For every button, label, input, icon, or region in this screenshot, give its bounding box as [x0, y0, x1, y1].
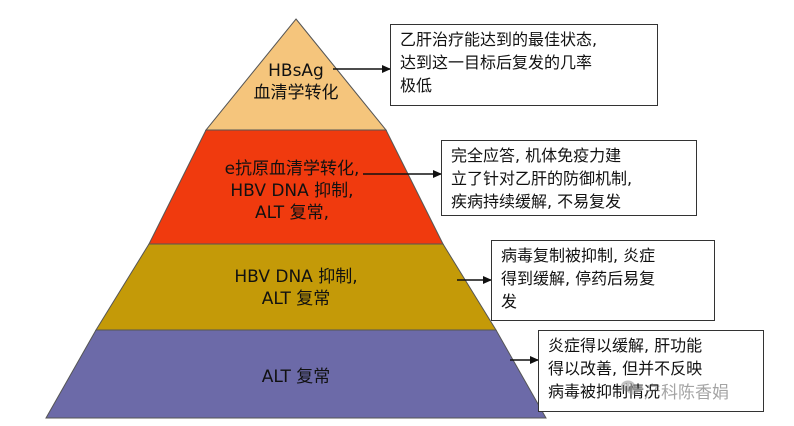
note-3-line-2: 得到缓解, 停药后易复 — [501, 269, 656, 288]
tier-3-line-2: ALT 复常 — [261, 289, 331, 309]
note-4-line-3: 病毒被抑制情况 — [548, 382, 661, 401]
tier-4-label: ALT 复常 — [262, 366, 331, 388]
note-1-line-3: 极低 — [400, 76, 433, 95]
tier-1-label: HBsAg 血清学转化 — [254, 60, 339, 104]
tier-3-line-1: HBV DNA 抑制, — [234, 267, 358, 287]
tier-2-line-3: ALT 复常, — [255, 203, 329, 223]
note-1-line-1: 乙肝治疗能达到的最佳状态, — [400, 30, 598, 49]
note-box-2: 完全应答, 机体免疫力建 立了针对乙肝的防御机制, 疾病持续缓解, 不易复发 — [441, 140, 697, 216]
tier-3-label: HBV DNA 抑制, ALT 复常 — [234, 266, 357, 310]
watermark-text: 产科陈香娟 — [644, 383, 729, 403]
note-3-line-3: 发 — [501, 292, 518, 311]
tier-2-line-2: HBV DNA 抑制, — [230, 181, 354, 201]
note-box-1: 乙肝治疗能达到的最佳状态, 达到这一目标后复发的几率 极低 — [390, 24, 658, 106]
wechat-icon — [621, 380, 639, 395]
note-2-line-3: 疾病持续缓解, 不易复发 — [451, 192, 622, 211]
note-2-line-2: 立了针对乙肝的防御机制, — [451, 169, 633, 188]
tier-4-line-1: ALT 复常 — [261, 367, 331, 387]
tier-2-line-1: e抗原血清学转化, — [224, 159, 360, 179]
pyramid-tier-4 — [45, 329, 547, 419]
note-2-line-1: 完全应答, 机体免疫力建 — [451, 146, 622, 165]
note-3-line-1: 病毒复制被抑制, 炎症 — [501, 246, 656, 265]
note-4-line-1: 炎症得以缓解, 肝功能 — [548, 336, 703, 355]
note-box-4: 炎症得以缓解, 肝功能 得以改善, 但并不反映 病毒被抑制情况 — [538, 330, 764, 412]
note-1-line-2: 达到这一目标后复发的几率 — [400, 53, 593, 72]
tier-1-line-1: HBsAg — [268, 61, 324, 81]
tier-2-label: e抗原血清学转化, HBV DNA 抑制, ALT 复常, — [225, 158, 360, 224]
note-4-line-2: 得以改善, 但并不反映 — [548, 359, 703, 378]
tier-1-line-2: 血清学转化 — [253, 83, 339, 103]
note-box-3: 病毒复制被抑制, 炎症 得到缓解, 停药后易复 发 — [491, 240, 715, 321]
